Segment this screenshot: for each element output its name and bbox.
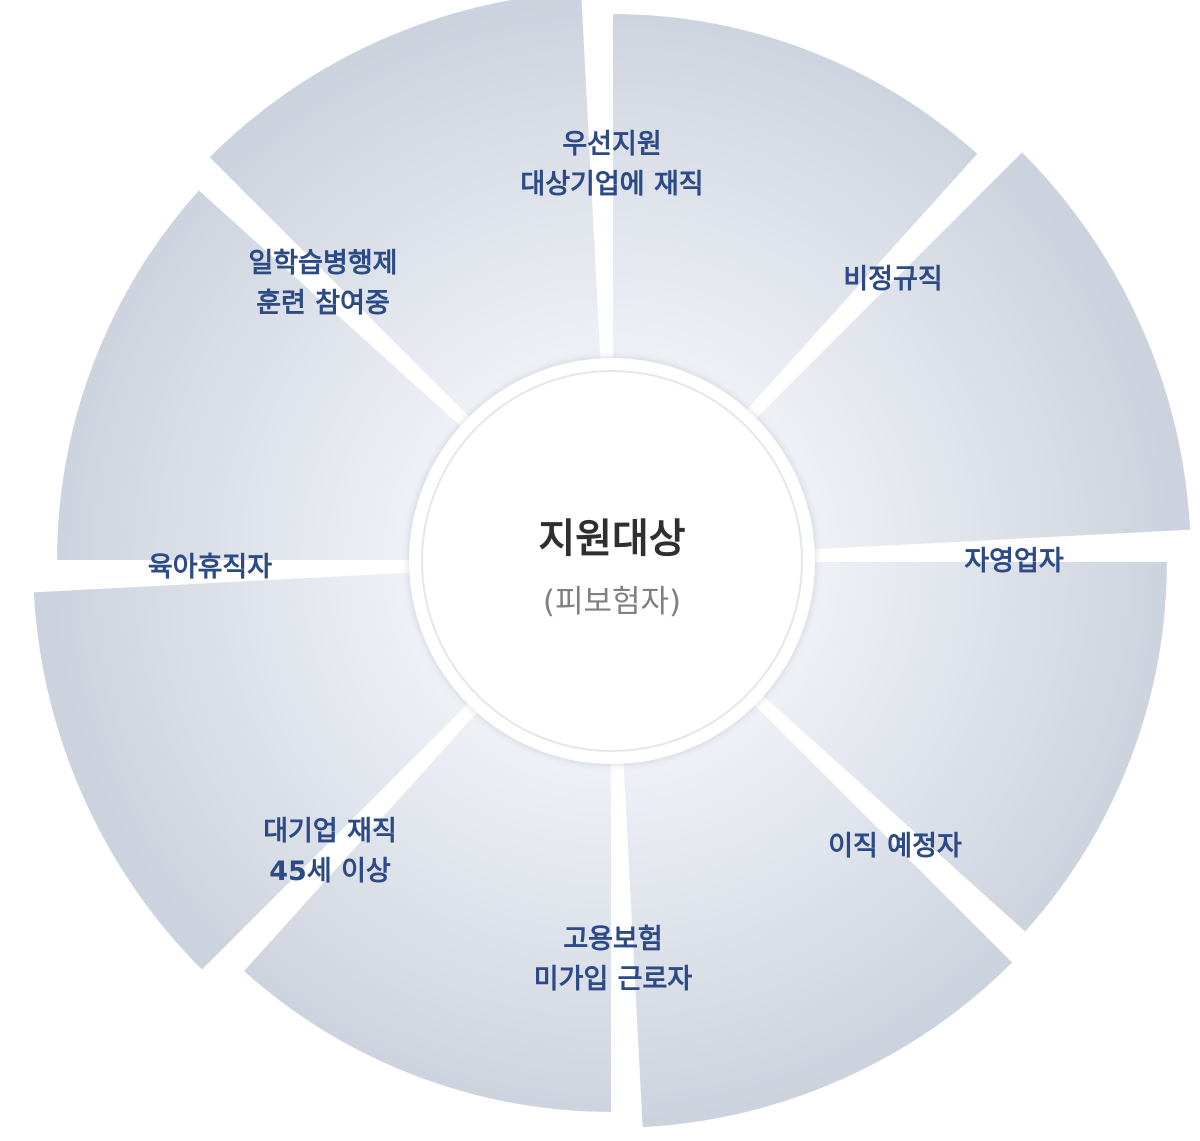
label-work-study-line-2: 훈련 참여중	[256, 288, 390, 319]
label-large-company-45-line-2: 45세 이상	[269, 856, 391, 887]
label-uninsured-worker-line-2: 미가입 근로자	[534, 964, 693, 995]
label-pre-job-change: 이직 예정자	[828, 831, 962, 862]
label-non-regular: 비정규직	[843, 264, 942, 295]
center-title: 지원대상	[538, 516, 685, 562]
center-hub: 지원대상 (피보험자)	[409, 358, 815, 764]
center-circle	[421, 370, 803, 752]
label-work-study-line-1: 일학습병행제	[248, 248, 397, 279]
label-large-company-45-line-1: 대기업 재직	[263, 816, 397, 847]
label-priority-sme-line-1: 우선지원	[562, 129, 661, 160]
center-subtitle: (피보험자)	[543, 584, 681, 620]
label-parental-leave: 육아휴직자	[148, 552, 272, 583]
label-uninsured-worker-line-1: 고용보험	[563, 924, 662, 955]
label-self-employed: 자영업자	[964, 546, 1064, 577]
label-priority-sme-line-2: 대상기업에 재직	[520, 169, 703, 200]
